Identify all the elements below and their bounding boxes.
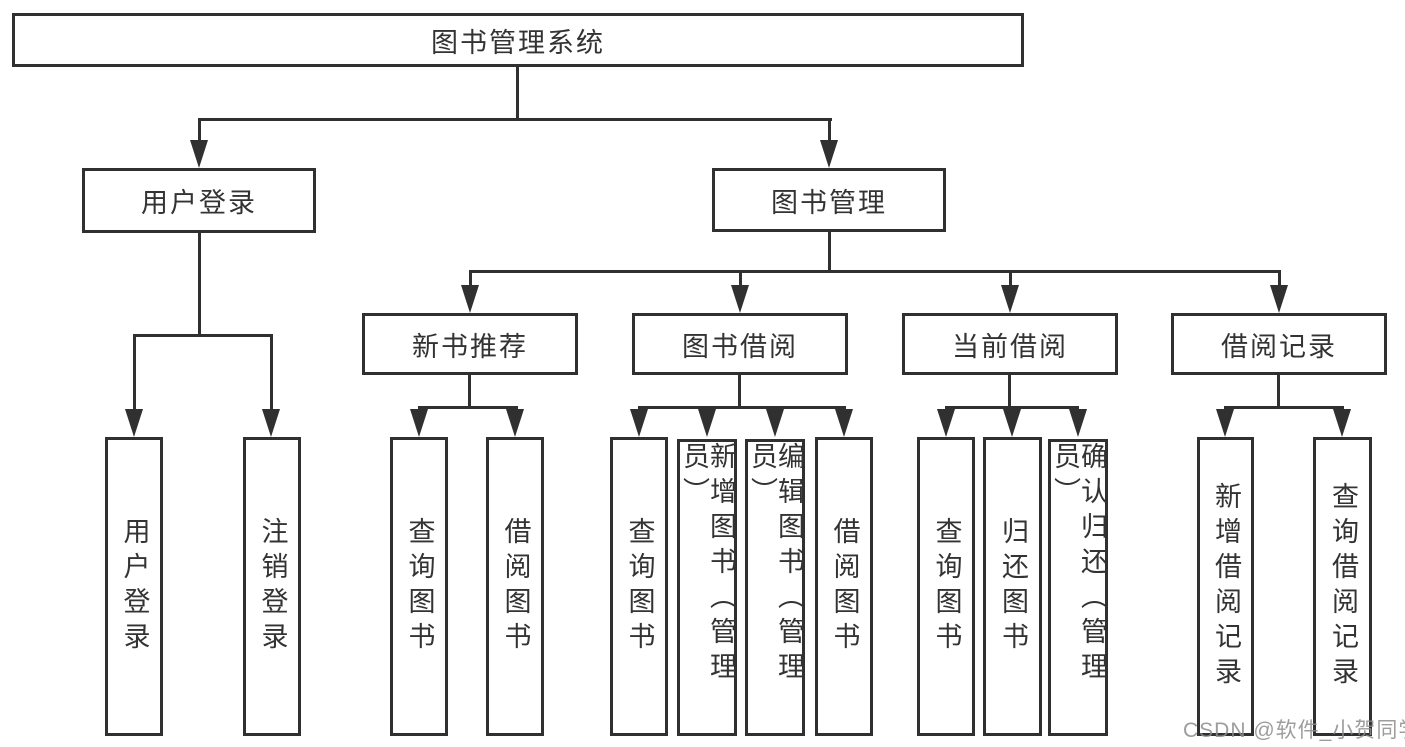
leaf-br-query-record-label: 查询借阅记录 — [1328, 481, 1358, 692]
connector-borrow-record-drop — [1277, 375, 1280, 409]
leaf-cb-query-books-label: 查询图书 — [931, 516, 962, 657]
leaf-cb-confirm-return-label: 确认归还（管理员） — [1050, 442, 1107, 687]
connector-book-mgmt-drop — [828, 232, 831, 273]
connector-stub-book-mgmt — [828, 118, 831, 144]
arrow-down-icon — [1069, 409, 1087, 437]
leaf-br-add-record-label: 新增借阅记录 — [1211, 481, 1241, 692]
node-new-book-rec-label: 新书推荐 — [412, 331, 528, 362]
node-book-borrow: 图书借阅 — [632, 313, 848, 375]
node-current-borrow-label: 当前借阅 — [952, 331, 1068, 362]
node-new-book-rec: 新书推荐 — [362, 313, 578, 375]
arrow-down-icon — [1270, 285, 1288, 313]
arrow-down-icon — [190, 140, 208, 168]
arrow-down-icon — [698, 409, 716, 437]
connector-stub-new-book-rec — [469, 270, 472, 290]
leaf-bb-edit-books-label: 编辑图书（管理员） — [747, 442, 804, 687]
leaf-rec-query-books-label: 查询图书 — [404, 516, 435, 657]
leaf-br-add-record: 新增借阅记录 — [1197, 437, 1254, 736]
connector-user-login-drop — [198, 233, 201, 336]
leaf-cb-return-books-label: 归还图书 — [998, 516, 1028, 657]
connector-level3-bar — [469, 270, 1281, 273]
node-borrow-record-label: 借阅记录 — [1221, 331, 1337, 362]
node-user-login-label: 用户登录 — [141, 188, 257, 218]
leaf-bb-query-books: 查询图书 — [610, 437, 668, 736]
leaf-bb-add-books: 新增图书（管理员） — [677, 439, 737, 736]
arrow-down-icon — [630, 409, 648, 437]
leaf-user-login: 用户登录 — [105, 437, 163, 736]
connector-stub-current-borrow — [1009, 270, 1012, 290]
connector-stub-book-borrow — [739, 270, 742, 290]
arrow-down-icon — [1216, 409, 1234, 437]
arrow-down-icon — [125, 409, 143, 437]
connector-borrow-record-bar — [1224, 406, 1344, 409]
node-user-login: 用户登录 — [82, 168, 316, 233]
leaf-cb-query-books: 查询图书 — [917, 437, 975, 736]
leaf-cb-return-books: 归还图书 — [983, 437, 1042, 736]
connector-stub-leaf-logout — [270, 334, 273, 411]
leaf-user-login-label: 用户登录 — [119, 516, 150, 657]
arrow-down-icon — [1333, 409, 1351, 437]
arrow-down-icon — [410, 409, 428, 437]
leaf-rec-borrow-books: 借阅图书 — [486, 437, 544, 736]
node-root-label: 图书管理系统 — [431, 27, 605, 58]
leaf-rec-query-books: 查询图书 — [390, 437, 448, 736]
connector-new-book-rec-bar — [418, 406, 518, 409]
node-borrow-record: 借阅记录 — [1171, 313, 1387, 375]
leaf-logout: 注销登录 — [243, 437, 301, 736]
leaf-bb-borrow-books: 借阅图书 — [815, 437, 873, 736]
leaf-rec-borrow-books-label: 借阅图书 — [500, 516, 531, 657]
arrow-down-icon — [835, 409, 853, 437]
arrow-down-icon — [461, 285, 479, 313]
connector-root-drop — [516, 67, 519, 121]
connector-level1-bar — [198, 118, 832, 121]
arrow-down-icon — [731, 285, 749, 313]
node-book-mgmt: 图书管理 — [712, 168, 946, 232]
connector-stub-leaf-login — [133, 334, 136, 411]
arrow-down-icon — [820, 140, 838, 168]
arrow-down-icon — [1003, 409, 1021, 437]
arrow-down-icon — [766, 409, 784, 437]
connector-user-login-bar — [133, 334, 273, 337]
connector-new-book-rec-drop — [468, 375, 471, 409]
leaf-bb-add-books-label: 新增图书（管理员） — [679, 442, 736, 687]
leaf-logout-label: 注销登录 — [257, 516, 288, 657]
connector-current-borrow-drop — [1008, 375, 1011, 409]
connector-book-borrow-drop — [738, 375, 741, 409]
arrow-down-icon — [937, 409, 955, 437]
connector-book-borrow-bar — [638, 406, 846, 409]
leaf-bb-borrow-books-label: 借阅图书 — [829, 516, 860, 657]
node-root: 图书管理系统 — [12, 13, 1024, 67]
arrow-down-icon — [262, 409, 280, 437]
arrow-down-icon — [506, 409, 524, 437]
connector-stub-borrow-record — [1278, 270, 1281, 290]
node-book-mgmt-label: 图书管理 — [771, 187, 887, 218]
connector-stub-user-login — [198, 118, 201, 144]
arrow-down-icon — [1001, 285, 1019, 313]
leaf-cb-confirm-return: 确认归还（管理员） — [1048, 439, 1108, 736]
leaf-br-query-record: 查询借阅记录 — [1313, 437, 1372, 736]
csdn-watermark: CSDN @软件_小贺同学 — [1183, 719, 1405, 742]
node-current-borrow: 当前借阅 — [902, 313, 1118, 375]
leaf-bb-query-books-label: 查询图书 — [624, 516, 655, 657]
node-book-borrow-label: 图书借阅 — [682, 331, 798, 362]
connector-current-borrow-bar — [945, 406, 1079, 409]
leaf-bb-edit-books: 编辑图书（管理员） — [745, 439, 805, 736]
